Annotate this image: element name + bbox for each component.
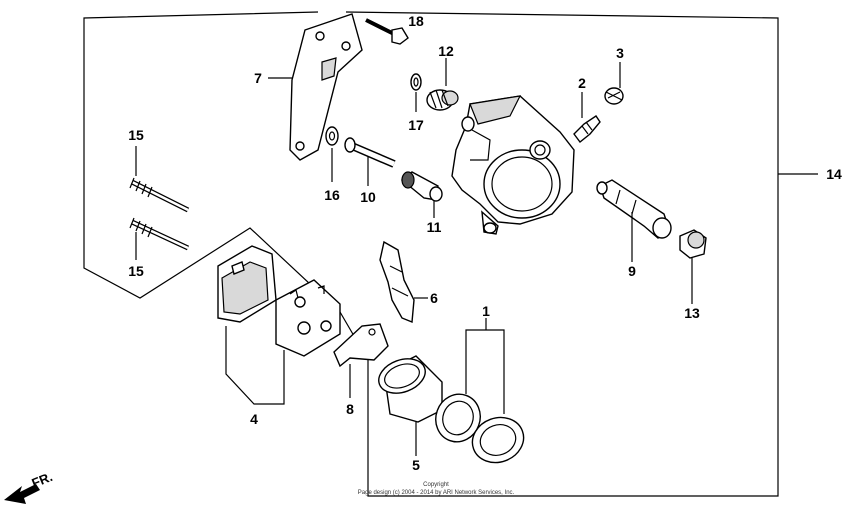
washer-17	[410, 73, 422, 91]
caliper-body	[451, 95, 575, 235]
callout-7: 7	[254, 70, 262, 86]
pin-cap-13	[679, 229, 707, 259]
caliper-bracket	[289, 13, 363, 161]
callout-13: 13	[684, 305, 700, 321]
pad-spring-6	[379, 240, 415, 323]
piston-5	[378, 355, 443, 423]
direction-label: FR.	[30, 469, 55, 491]
dust-seal-1b	[471, 416, 525, 464]
pad-shim-8	[333, 323, 389, 368]
leader-4	[225, 326, 285, 405]
brake-pad-outer	[217, 245, 277, 323]
piston-seal-1a	[435, 393, 481, 443]
callout-3: 3	[616, 45, 624, 61]
slide-pin-9	[596, 179, 672, 239]
callout-2: 2	[578, 75, 586, 91]
boot-12	[426, 89, 459, 111]
callout-8: 8	[346, 401, 354, 417]
callout-17: 17	[408, 117, 424, 133]
callout-18: 18	[408, 13, 424, 29]
copyright-line-2: Page design (c) 2004 - 2014 by ARI Netwo…	[358, 490, 515, 496]
callout-10: 10	[360, 189, 376, 205]
bolt-18	[365, 18, 409, 45]
pad-pin-15-upper	[129, 177, 190, 213]
assembly-outline	[83, 11, 779, 497]
front-direction-arrow-icon	[4, 484, 40, 504]
callout-14: 14	[826, 166, 842, 182]
bleed-valve-2	[573, 115, 601, 143]
callout-5: 5	[412, 457, 420, 473]
brake-pad-inner	[275, 279, 341, 357]
bleed-cap-3	[604, 87, 624, 105]
copyright-line-1: Copyright	[423, 482, 449, 488]
callout-4: 4	[250, 411, 258, 427]
slide-pin-10	[344, 137, 396, 168]
washer-16	[325, 126, 339, 146]
callout-12: 12	[438, 43, 454, 59]
callout-15-upper: 15	[128, 127, 144, 143]
callout-16: 16	[324, 187, 340, 203]
callout-6: 6	[430, 290, 438, 306]
callout-15-lower: 15	[128, 263, 144, 279]
sleeve-11	[400, 171, 443, 202]
pad-pin-15-lower	[129, 217, 190, 251]
callout-9: 9	[628, 263, 636, 279]
callout-11: 11	[427, 219, 442, 235]
leader-1	[465, 329, 505, 414]
callout-1: 1	[482, 303, 490, 319]
